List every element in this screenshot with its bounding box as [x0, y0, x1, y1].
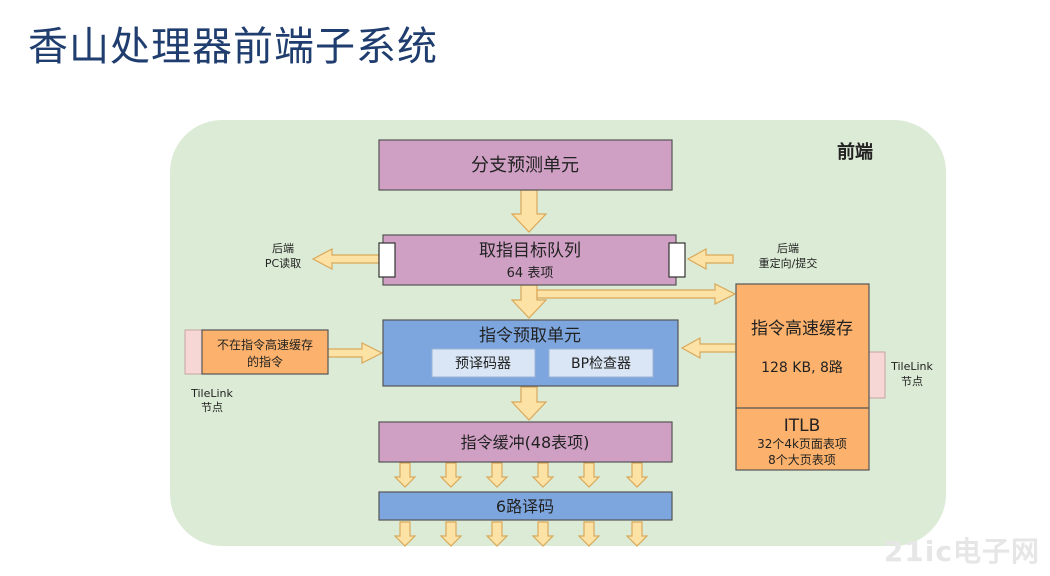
tilelink-left-label-line2: 节点: [201, 401, 223, 414]
bp-checker-label: BP检查器: [571, 356, 631, 372]
arrow-bpu-to-ftq: [510, 189, 548, 233]
arrow-backend-redirect-to-ftq: [686, 247, 734, 271]
arrow-ftq-to-backend-pc: [311, 248, 380, 270]
itlb-line2: 8个大页表项: [768, 453, 836, 467]
arrow-miss-to-ifu: [327, 342, 384, 364]
ftq-left-port: [378, 242, 396, 278]
arrow-icache-to-ifu: [680, 336, 737, 360]
backend-redirect-label-line2: 重定向/提交: [759, 256, 818, 270]
arrow-ifu-to-ibuffer: [510, 386, 548, 421]
backend-pc-label-line2: PC读取: [265, 256, 301, 270]
ftq-subtitle: 64 表项: [507, 266, 554, 281]
miss-tilelink-port: [184, 329, 204, 375]
bpu-label: 分支预测单元: [471, 155, 579, 176]
backend-pc-label-line1: 后端: [272, 242, 294, 255]
ftq-right-port: [668, 242, 686, 278]
miss-box: [201, 329, 329, 375]
ibuffer-box: [378, 421, 673, 463]
watermark-logo: 21ic电子网: [883, 535, 1040, 568]
icache-box: [735, 283, 870, 471]
slide-title: 香山处理器前端子系统: [28, 24, 438, 70]
bp-checker-box: [548, 348, 654, 378]
bpu-box: [378, 139, 673, 191]
region-label: 前端: [837, 141, 873, 163]
icache-tilelink-port: [868, 351, 886, 399]
icache-title: 指令高速缓存: [751, 319, 853, 339]
tilelink-left-label-line1: TileLink: [190, 387, 233, 400]
predecoder-label: 预译码器: [455, 356, 511, 372]
miss-label-line1: 不在指令高速缓存: [217, 337, 313, 352]
arrow-ftq-to-ifu: [510, 284, 548, 319]
itlb-title: ITLB: [784, 416, 821, 436]
miss-label-line2: 的指令: [247, 354, 283, 369]
decode-box: [378, 491, 673, 521]
decode-label: 6路译码: [496, 497, 554, 516]
tilelink-right-label-line1: TileLink: [890, 360, 933, 373]
itlb-line1: 32个4k页面表项: [757, 437, 847, 451]
arrow-ftq-to-icache: [536, 283, 737, 305]
ftq-title: 取指目标队列: [479, 241, 581, 261]
predecoder-box: [431, 348, 536, 378]
tilelink-right-label-line2: 节点: [901, 375, 923, 388]
backend-redirect-label-line1: 后端: [777, 242, 799, 255]
ibuffer-label: 指令缓冲(48表项): [461, 433, 590, 452]
icache-subtitle: 128 KB, 8路: [761, 360, 843, 376]
ifu-title: 指令预取单元: [479, 326, 581, 346]
